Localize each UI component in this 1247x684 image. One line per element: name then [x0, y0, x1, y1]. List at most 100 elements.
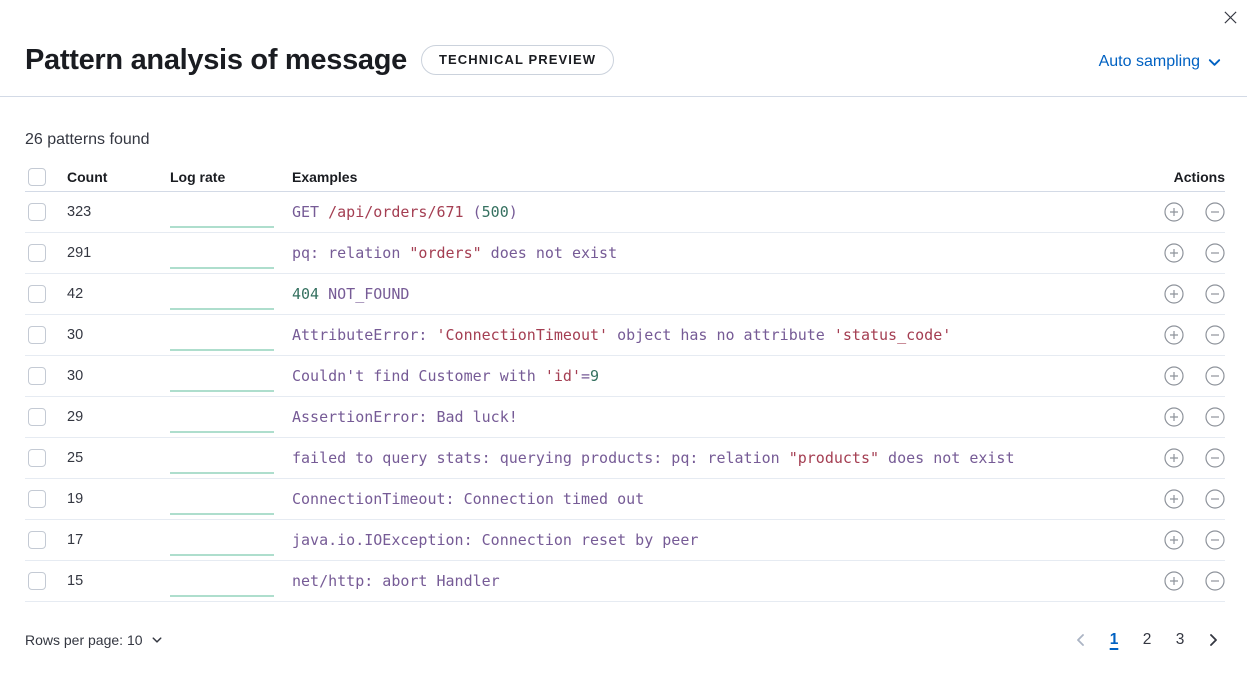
filter-out-pattern-button[interactable]: [1205, 284, 1225, 304]
example-token: 'ConnectionTimeout': [436, 326, 609, 344]
row-count: 30: [67, 327, 84, 343]
example-text: net/http: abort Handler: [292, 572, 1115, 590]
example-text: Couldn't find Customer with 'id'=9: [292, 367, 1115, 385]
row-checkbox[interactable]: [28, 449, 46, 467]
filter-in-pattern-button[interactable]: [1164, 407, 1184, 427]
example-token: AssertionError: Bad luck!: [292, 408, 518, 426]
select-all-checkbox[interactable]: [28, 167, 46, 186]
close-button[interactable]: [1218, 5, 1242, 29]
row-checkbox[interactable]: [28, 531, 46, 549]
row-count: 17: [67, 532, 84, 548]
table-body: 323 GET /api/orders/671 (500) 291: [25, 192, 1225, 602]
filter-in-pattern-button[interactable]: [1164, 571, 1184, 591]
example-token: java.io.IOException: Connection reset by…: [292, 531, 699, 549]
table-row: 30 AttributeError: 'ConnectionTimeout' o…: [25, 315, 1225, 356]
filter-out-pattern-button[interactable]: [1205, 530, 1225, 550]
minus-in-circle-icon: [1205, 448, 1225, 468]
example-text: pq: relation "orders" does not exist: [292, 244, 1115, 262]
row-count: 291: [67, 245, 92, 261]
filter-out-pattern-button[interactable]: [1205, 407, 1225, 427]
column-header-log-rate: Log rate: [170, 168, 226, 185]
example-token: (: [463, 203, 482, 221]
example-text: java.io.IOException: Connection reset by…: [292, 531, 1115, 549]
row-count: 15: [67, 573, 84, 589]
example-token: NOT_FOUND: [319, 285, 410, 303]
rows-per-page-label: Rows per page: 10: [25, 632, 143, 648]
sampling-dropdown[interactable]: Auto sampling: [1099, 53, 1222, 71]
next-page-button[interactable]: [1201, 628, 1225, 652]
plus-in-circle-icon: [1164, 530, 1184, 550]
previous-page-button[interactable]: [1069, 628, 1093, 652]
plus-in-circle-icon: [1164, 407, 1184, 427]
minus-in-circle-icon: [1205, 489, 1225, 509]
technical-preview-badge: TECHNICAL PREVIEW: [420, 44, 615, 75]
rows-per-page-dropdown[interactable]: Rows per page: 10: [25, 632, 163, 648]
filter-out-pattern-button[interactable]: [1205, 202, 1225, 222]
sampling-label: Auto sampling: [1098, 53, 1200, 70]
filter-in-pattern-button[interactable]: [1164, 366, 1184, 386]
filter-out-pattern-button[interactable]: [1205, 448, 1225, 468]
example-token: pq: relation: [292, 244, 410, 262]
filter-out-pattern-button[interactable]: [1205, 325, 1225, 345]
example-token: "orders": [409, 244, 482, 262]
log-rate-sparkline: [170, 320, 274, 351]
row-checkbox[interactable]: [28, 285, 46, 303]
row-count: 19: [67, 491, 84, 507]
row-count: 323: [67, 204, 92, 220]
row-checkbox[interactable]: [28, 326, 46, 344]
column-header-count: Count: [67, 168, 108, 185]
row-count: 42: [67, 286, 84, 302]
filter-in-pattern-button[interactable]: [1164, 243, 1184, 263]
page-button-2[interactable]: 2: [1135, 628, 1159, 652]
table-row: 29 AssertionError: Bad luck!: [25, 397, 1225, 438]
row-checkbox[interactable]: [28, 203, 46, 221]
filter-out-pattern-button[interactable]: [1205, 366, 1225, 386]
example-token: ): [508, 203, 518, 221]
filter-in-pattern-button[interactable]: [1164, 202, 1184, 222]
table-row: 42 404 NOT_FOUND: [25, 274, 1225, 315]
page-button-3[interactable]: 3: [1168, 628, 1192, 652]
log-rate-sparkline: [170, 525, 274, 556]
row-count: 30: [67, 368, 84, 384]
minus-in-circle-icon: [1205, 325, 1225, 345]
row-checkbox[interactable]: [28, 408, 46, 426]
table-row: 291 pq: relation "orders" does not exist: [25, 233, 1225, 274]
filter-out-pattern-button[interactable]: [1205, 243, 1225, 263]
example-text: AttributeError: 'ConnectionTimeout' obje…: [292, 326, 1115, 344]
filter-out-pattern-button[interactable]: [1205, 489, 1225, 509]
log-rate-sparkline: [170, 566, 274, 597]
filter-in-pattern-button[interactable]: [1164, 489, 1184, 509]
flyout-body: 26 patterns found Count Log rate Example…: [0, 131, 1247, 602]
patterns-found-count: 26 patterns found: [25, 131, 150, 148]
log-rate-sparkline: [170, 402, 274, 433]
table-row: 25 failed to query stats: querying produ…: [25, 438, 1225, 479]
log-rate-sparkline: [170, 443, 274, 474]
log-rate-sparkline: [170, 361, 274, 392]
plus-in-circle-icon: [1164, 243, 1184, 263]
example-token: failed to query stats: querying products…: [292, 449, 789, 467]
row-checkbox[interactable]: [28, 367, 46, 385]
plus-in-circle-icon: [1164, 489, 1184, 509]
example-token: 404: [292, 285, 320, 303]
example-token: Couldn't find Customer with: [292, 367, 545, 385]
row-checkbox[interactable]: [28, 244, 46, 262]
page-title: Pattern analysis of message: [25, 43, 407, 76]
table-row: 15 net/http: abort Handler: [25, 561, 1225, 602]
example-token: ConnectionTimeout: Connection timed out: [292, 490, 645, 508]
filter-in-pattern-button[interactable]: [1164, 530, 1184, 550]
plus-in-circle-icon: [1164, 571, 1184, 591]
example-token: does not exist: [879, 449, 1015, 467]
filter-out-pattern-button[interactable]: [1205, 571, 1225, 591]
log-rate-sparkline: [170, 279, 274, 310]
filter-in-pattern-button[interactable]: [1164, 284, 1184, 304]
page-button-1[interactable]: 1: [1102, 628, 1126, 652]
row-checkbox[interactable]: [28, 572, 46, 590]
filter-in-pattern-button[interactable]: [1164, 325, 1184, 345]
example-token: AttributeError:: [292, 326, 437, 344]
chevron-right-icon: [1210, 634, 1217, 646]
filter-in-pattern-button[interactable]: [1164, 448, 1184, 468]
row-checkbox[interactable]: [28, 490, 46, 508]
table-row: 19 ConnectionTimeout: Connection timed o…: [25, 479, 1225, 520]
close-icon: [1223, 10, 1237, 24]
